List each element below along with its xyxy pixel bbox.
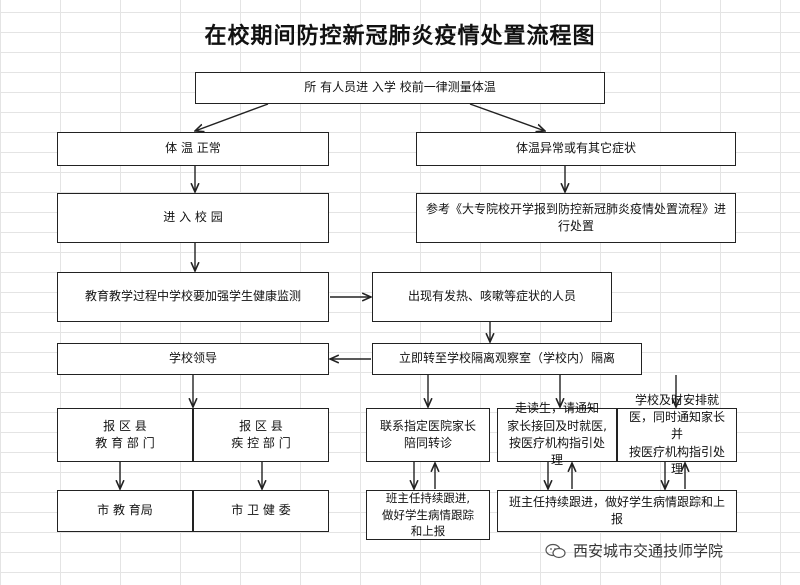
node-report-edu: 报 区 县 教 育 部 门 — [57, 408, 193, 462]
node-report-cdc: 报 区 县 疾 控 部 门 — [193, 408, 329, 462]
watermark: 西安城市交通技师学院 — [545, 540, 723, 561]
node-temp-abnormal: 体温异常或有其它症状 — [416, 132, 736, 166]
wechat-icon — [545, 543, 566, 558]
node-enter-campus: 进 入 校 园 — [57, 193, 329, 243]
page-title: 在校期间防控新冠肺炎疫情处置流程图 — [204, 24, 596, 49]
node-contact-hospital: 联系指定医院家长 陪同转诊 — [366, 408, 490, 462]
node-entry-check: 所 有人员进 入学 校前一律测量体温 — [195, 72, 605, 104]
node-health-monitor: 教育教学过程中学校要加强学生健康监测 — [57, 272, 329, 322]
node-city-edu: 市 教 育局 — [57, 490, 193, 532]
arrow-entry-to-normal — [195, 103, 269, 131]
arrow-entry-to-abnormal — [469, 103, 545, 131]
node-symptomatic: 出现有发热、咳嗽等症状的人员 — [372, 272, 612, 322]
watermark-text: 西安城市交通技师学院 — [573, 542, 724, 560]
node-refer-process: 参考《大专院校开学报到防控新冠肺炎疫情处置流程》进 行处置 — [416, 193, 736, 243]
node-isolation: 立即转至学校隔离观察室（学校内）隔离 — [372, 343, 642, 375]
node-temp-normal: 体 温 正常 — [57, 132, 329, 166]
node-teacher-follow-1: 班主任持续跟进, 做好学生病情跟踪 和上报 — [366, 490, 490, 540]
node-teacher-follow-2: 班主任持续跟进，做好学生病情跟踪和上报 — [497, 490, 737, 532]
node-school-leader: 学校领导 — [57, 343, 329, 375]
node-city-health: 市 卫 健 委 — [193, 490, 329, 532]
